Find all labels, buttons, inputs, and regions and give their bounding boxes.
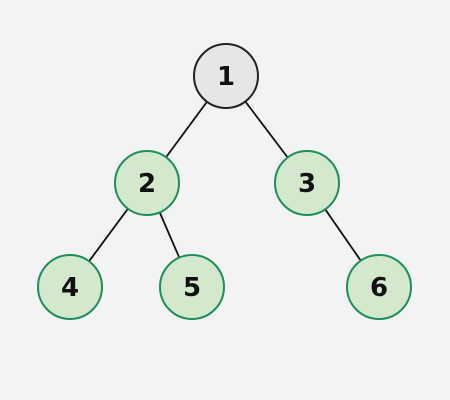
edge-3-6 — [324, 208, 362, 262]
node-circle — [114, 150, 180, 216]
node-label: 2 — [138, 169, 156, 199]
tree-node-3: 3 — [274, 150, 340, 216]
node-circle — [159, 254, 225, 320]
node-circle — [346, 254, 412, 320]
tree-node-6: 6 — [346, 254, 412, 320]
edge-2-5 — [158, 211, 181, 259]
node-label: 5 — [183, 273, 201, 303]
node-label: 4 — [61, 273, 79, 303]
edge-2-4 — [88, 207, 129, 263]
nodes-layer: 1 2 3 4 5 6 — [37, 43, 412, 320]
edge-1-2 — [165, 100, 208, 159]
node-label: 1 — [217, 62, 235, 92]
tree-node-4: 4 — [37, 254, 103, 320]
edge-1-3 — [244, 100, 289, 159]
node-circle — [37, 254, 103, 320]
node-label: 6 — [370, 273, 388, 303]
node-label: 3 — [298, 169, 316, 199]
tree-node-1: 1 — [193, 43, 259, 109]
tree-node-2: 2 — [114, 150, 180, 216]
tree-node-5: 5 — [159, 254, 225, 320]
node-circle — [193, 43, 259, 109]
node-circle — [274, 150, 340, 216]
edges-layer — [88, 100, 362, 263]
